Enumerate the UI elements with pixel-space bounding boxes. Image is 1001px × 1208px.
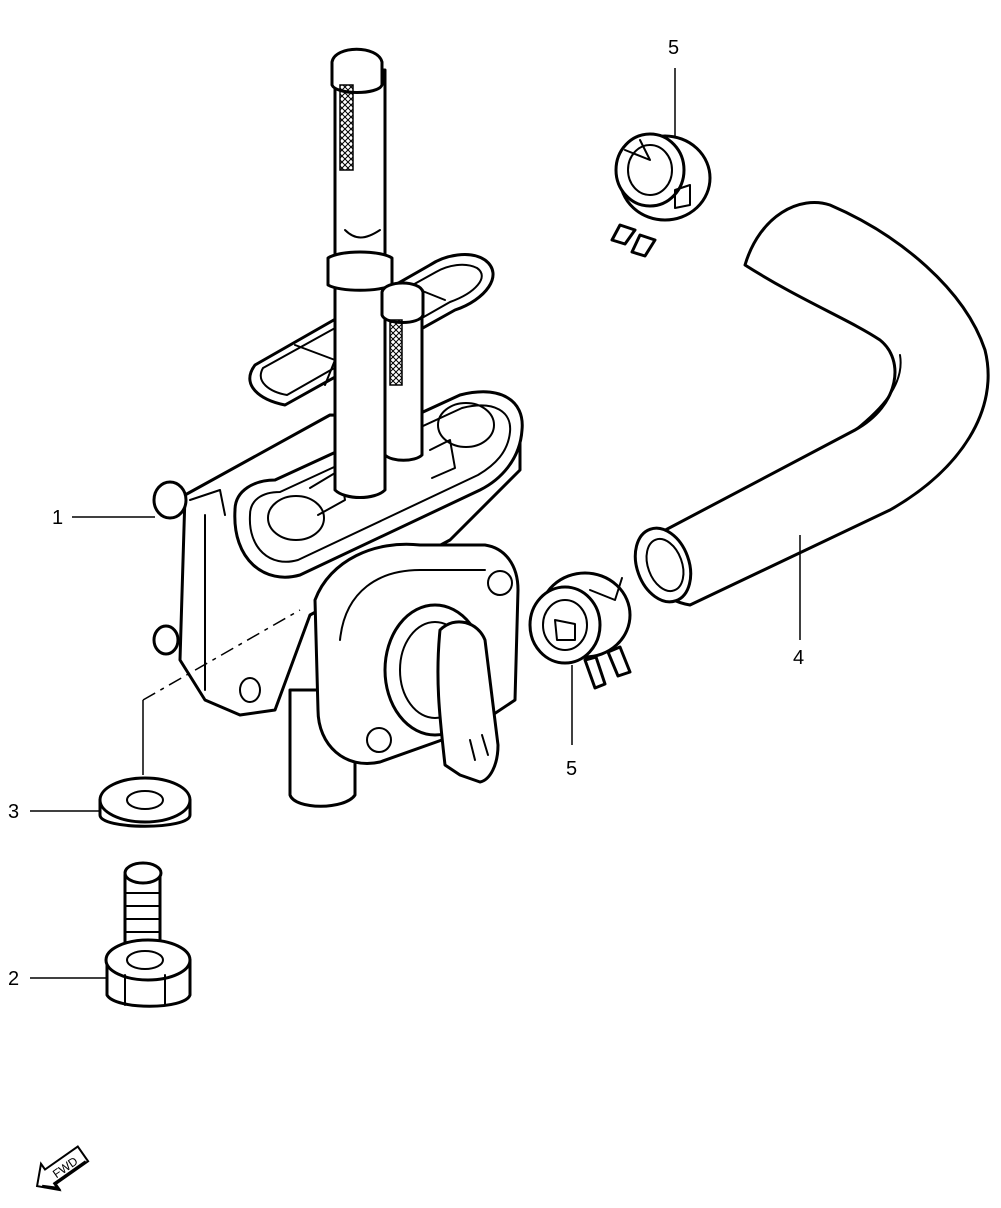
part-1-fuel-cock xyxy=(152,47,524,808)
callout-4: 4 xyxy=(793,647,804,669)
callout-5-bottom: 5 xyxy=(566,758,577,780)
callout-1: 1 xyxy=(52,507,63,529)
part-3-washer xyxy=(98,776,192,828)
part-4-fuel-hose xyxy=(633,201,990,607)
part-5-lower-clamp xyxy=(528,571,632,690)
callout-5-top: 5 xyxy=(668,37,679,59)
part-2-bolt xyxy=(104,861,192,1008)
leader-lines xyxy=(30,68,801,979)
callout-3: 3 xyxy=(8,801,19,823)
fwd-arrow-icon: FWD xyxy=(35,1145,90,1192)
part-5-upper-clamp xyxy=(610,132,712,258)
callout-2: 2 xyxy=(8,968,19,990)
